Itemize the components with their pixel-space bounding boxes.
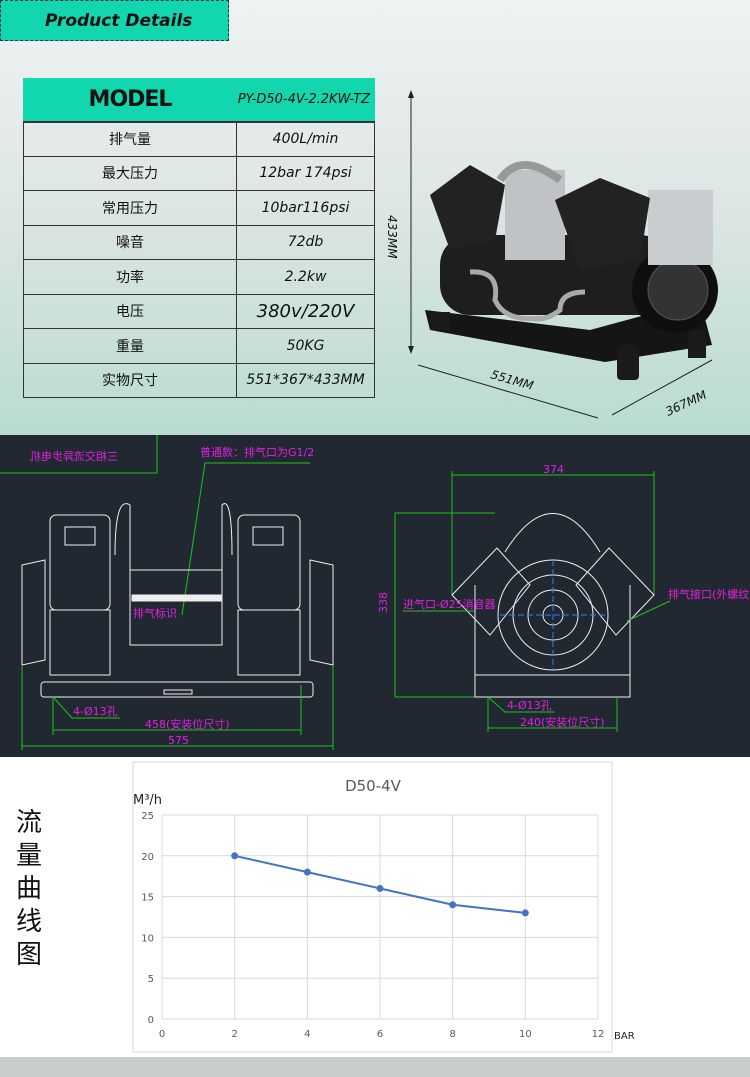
cad-drawing-section: 三相交流异步电机 普通款：排气口为G1/2 排气标识 4-Ø13孔 458(安装…: [0, 435, 750, 757]
spec-key: 电压: [23, 293, 237, 329]
spec-value: 10bar116psi: [236, 190, 375, 226]
data-point: [376, 884, 384, 892]
model-value: PY-D50-4V-2.2KW-TZ: [236, 78, 375, 123]
length-dim: 551MM: [489, 367, 535, 393]
install-left: 458(安装位尺寸): [145, 717, 230, 731]
bottom-strip: [0, 1057, 750, 1077]
cad-drawings: 三相交流异步电机 普通款：排气口为G1/2 排气标识 4-Ø13孔 458(安装…: [0, 435, 750, 750]
front-view-drawing: [21, 503, 334, 698]
y-axis-label: M³/h: [133, 793, 162, 808]
flow-chart: D50-4V M³/h BAR 0 5 10 15 20 25 0 2 4 6 8 10 12: [132, 761, 635, 1053]
spec-value: 551*367*433MM: [236, 362, 375, 398]
height-dim: 433MM: [385, 215, 399, 259]
length-left: 575: [168, 734, 189, 747]
compressor-photo: 433MM 551MM 367MM: [385, 90, 718, 419]
outlet-note: 普通款：排气口为G1/2: [200, 445, 314, 459]
install-right: 240(安装位尺寸): [520, 715, 605, 729]
chart-frame: [132, 761, 613, 1053]
spec-key: 常用压力: [23, 190, 237, 226]
x-tick-label: 4: [304, 1029, 310, 1040]
specs-section: Product Details MODEL PY-D50-4V-2.2KW-TZ…: [0, 0, 750, 435]
model-label: MODEL: [23, 78, 237, 123]
width-right: 374: [543, 463, 564, 476]
x-axis-label: BAR: [614, 1031, 635, 1042]
spec-key: 实物尺寸: [23, 362, 237, 398]
data-point: [303, 868, 311, 876]
holes-left: 4-Ø13孔: [73, 705, 118, 718]
exhaust-mark-label: 排气标识: [133, 606, 177, 620]
spec-value: 2.2kw: [236, 259, 375, 295]
x-tick-label: 12: [592, 1029, 605, 1040]
flow-curve-title: 流量曲线图: [16, 808, 43, 970]
data-point: [231, 852, 239, 860]
x-tick-label: 0: [159, 1029, 165, 1040]
x-tick-label: 8: [449, 1029, 455, 1040]
outlet-right-label: 排气接口(外螺纹G1/2: [668, 587, 750, 601]
inlet-label: 进气口-Ø25消音器: [403, 597, 496, 611]
y-tick-label: 15: [141, 893, 154, 904]
x-tick-label: 10: [519, 1029, 532, 1040]
y-tick-label: 5: [148, 974, 154, 985]
y-tick-label: 20: [141, 852, 154, 863]
product-details-tag: Product Details: [0, 0, 229, 41]
model-row: MODEL PY-D50-4V-2.2KW-TZ: [23, 78, 375, 123]
height-right: 338: [377, 592, 390, 613]
cad-title: 三相交流异步电机: [30, 449, 118, 463]
width-dim: 367MM: [663, 387, 709, 418]
data-point: [449, 901, 457, 909]
y-tick-label: 10: [141, 933, 154, 944]
spec-value: 12bar 174psi: [236, 155, 375, 191]
spec-key: 噪音: [23, 224, 237, 260]
holes-right: 4-Ø13孔: [507, 699, 552, 712]
flow-curve-section: 流量曲线图 D50-4V M³/h BAR 0 5 10 15 20 25 0 2 4 6 8 10 1…: [0, 757, 750, 1057]
spec-key: 功率: [23, 259, 237, 295]
spec-value: 50KG: [236, 328, 375, 364]
data-point: [521, 909, 529, 917]
x-tick-label: 2: [231, 1029, 237, 1040]
spec-value: 400L/min: [236, 121, 375, 157]
y-tick-label: 0: [148, 1015, 154, 1026]
y-tick-label: 25: [141, 811, 154, 822]
chart-title: D50-4V: [345, 777, 402, 795]
x-tick-label: 6: [377, 1029, 383, 1040]
